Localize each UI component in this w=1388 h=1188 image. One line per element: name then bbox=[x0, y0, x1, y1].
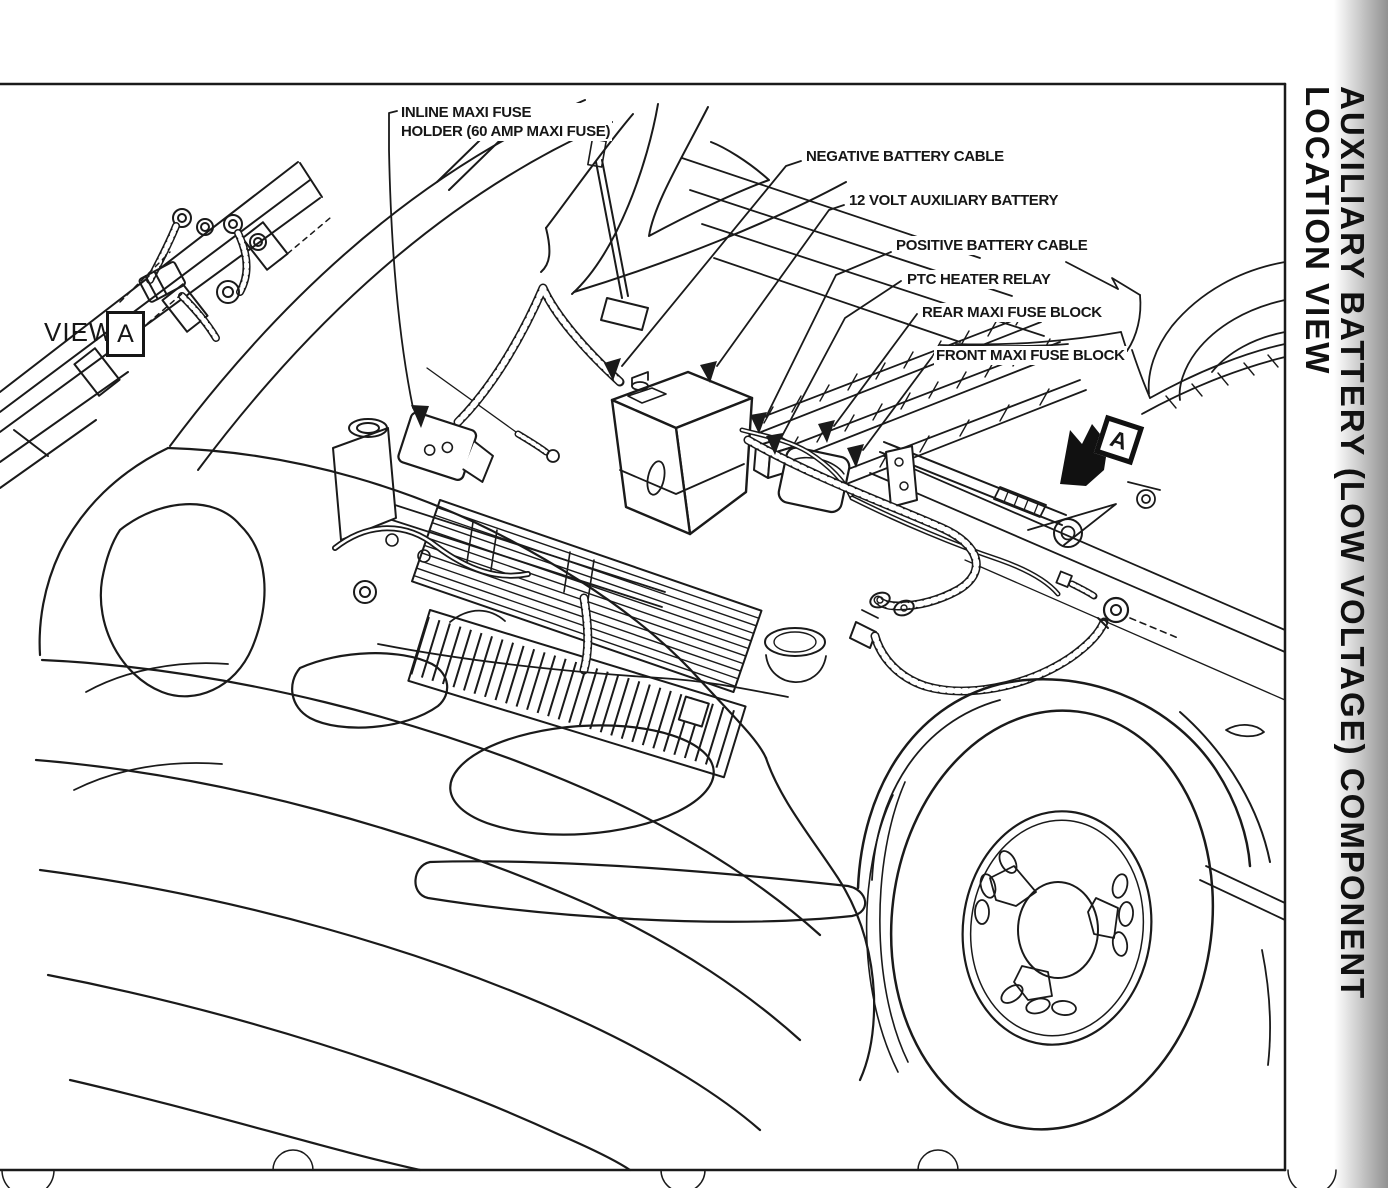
callout-positive-battery-cable: POSITIVE BATTERY CABLE bbox=[894, 236, 1090, 255]
front-fascia bbox=[34, 446, 876, 1172]
front-wheel bbox=[856, 677, 1286, 1131]
page-title-line1: AUXILIARY BATTERY (LOW VOLTAGE) COMPONEN… bbox=[1334, 86, 1371, 1001]
page-border bbox=[0, 82, 1337, 1188]
view-a-inset-drawing bbox=[0, 161, 331, 489]
callout-negative-battery-cable: NEGATIVE BATTERY CABLE bbox=[804, 147, 1006, 166]
windshield-wiper-area bbox=[681, 157, 1286, 701]
callout-rear-maxi-fuse-block: REAR MAXI FUSE BLOCK bbox=[920, 303, 1104, 322]
callout-ptc-heater-relay: PTC HEATER RELAY bbox=[905, 270, 1053, 289]
view-a-direction-arrow bbox=[1060, 424, 1108, 486]
engine-bay bbox=[332, 367, 827, 779]
callout-12v-auxiliary-battery: 12 VOLT AUXILIARY BATTERY bbox=[847, 191, 1061, 210]
view-inset-label: VIEW bbox=[44, 317, 115, 347]
view-inset-letter-box: A bbox=[106, 311, 145, 357]
battery-and-fuse-components bbox=[397, 283, 1179, 696]
page-title-vertical: AUXILIARY BATTERY (LOW VOLTAGE) COMPONEN… bbox=[1299, 86, 1371, 1146]
callout-inline-maxi-fuse-holder: INLINE MAXI FUSE HOLDER (60 AMP MAXI FUS… bbox=[399, 103, 613, 141]
page-title-line2: LOCATION VIEW bbox=[1299, 86, 1336, 376]
callout-leader-lines bbox=[388, 110, 933, 468]
callout-front-maxi-fuse-block: FRONT MAXI FUSE BLOCK bbox=[934, 346, 1127, 365]
